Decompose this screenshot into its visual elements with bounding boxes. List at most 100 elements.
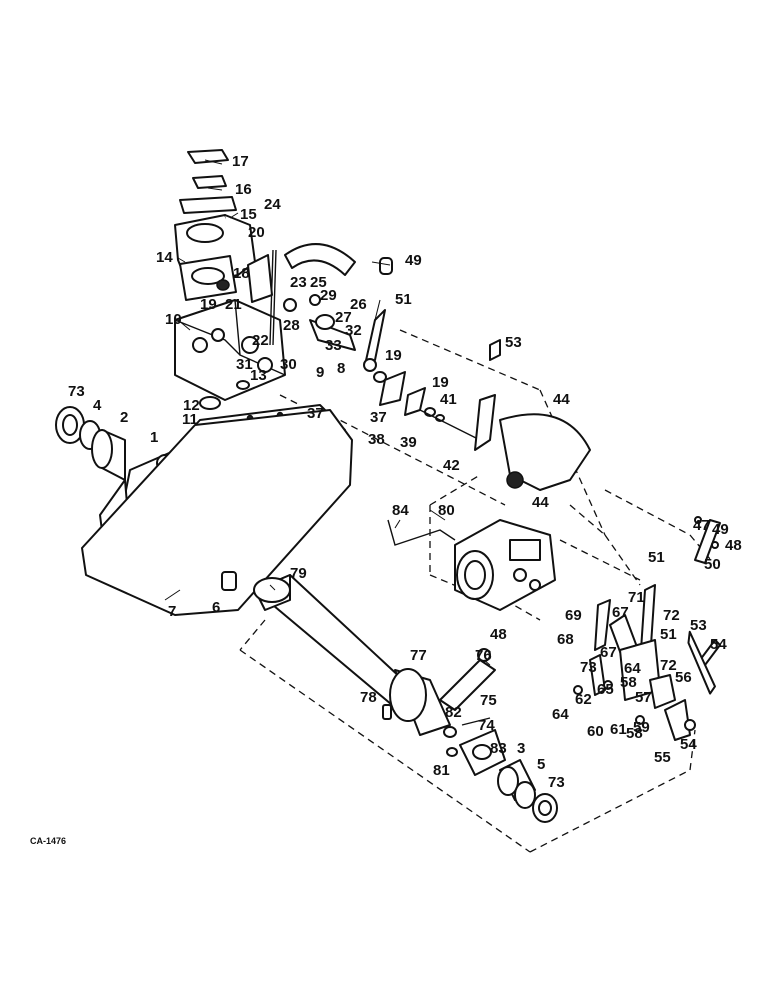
control-valve xyxy=(454,519,556,611)
callout-label: 69 xyxy=(565,607,582,624)
callout-label: 48 xyxy=(490,626,507,643)
lever-rod xyxy=(387,519,456,546)
callout-label: 73 xyxy=(580,659,597,676)
right-bearing-group xyxy=(497,759,558,823)
callout-label: 54 xyxy=(680,736,697,753)
valve-body xyxy=(174,299,286,410)
callout-label: 65 xyxy=(597,681,614,698)
callout-label: 15 xyxy=(240,206,257,223)
callout-label: 57 xyxy=(635,689,652,706)
linkage-small-parts xyxy=(247,249,393,372)
callout-label: 61 xyxy=(610,721,627,738)
callout-label: 26 xyxy=(350,296,367,313)
leader-lines xyxy=(164,159,491,666)
callout-label: 49 xyxy=(712,521,729,538)
callout-label: 73 xyxy=(548,774,565,791)
callout-label: 23 xyxy=(290,274,307,291)
callout-label: 76 xyxy=(475,647,492,664)
callout-label: 79 xyxy=(290,565,307,582)
callout-label: 60 xyxy=(587,723,604,740)
rockshaft-parts xyxy=(373,339,501,451)
callout-label: 13 xyxy=(250,367,267,384)
callout-label: 37 xyxy=(370,409,387,426)
left-bearing-group xyxy=(55,406,126,481)
callout-label: 75 xyxy=(480,692,497,709)
callout-label: 41 xyxy=(440,391,457,408)
callout-label: 82 xyxy=(445,704,462,721)
callout-label: 24 xyxy=(264,196,281,213)
lift-arm xyxy=(439,659,496,711)
callout-label: 18 xyxy=(233,265,250,282)
callout-label: 19 xyxy=(385,347,402,364)
callout-label: 9 xyxy=(316,364,325,381)
callout-label: 84 xyxy=(392,502,409,519)
callout-label: 51 xyxy=(660,626,677,643)
callout-label: 72 xyxy=(660,657,677,674)
control-quadrant xyxy=(284,243,356,276)
callout-label: 58 xyxy=(626,725,643,742)
callout-label: 71 xyxy=(628,589,645,606)
callout-label: 11 xyxy=(182,411,198,428)
callout-label: 10 xyxy=(165,311,182,328)
callout-label: 49 xyxy=(405,252,422,269)
callout-label: 5 xyxy=(537,756,546,773)
callout-label: 81 xyxy=(433,762,450,779)
callout-label: 80 xyxy=(438,502,455,519)
cover-assembly xyxy=(174,149,256,301)
linkage-cluster xyxy=(573,516,721,741)
callout-label: 3 xyxy=(517,740,526,757)
callout-label: 55 xyxy=(654,749,671,766)
callout-label: 30 xyxy=(280,356,297,373)
callout-label: 17 xyxy=(232,153,249,170)
callout-label: 1 xyxy=(150,429,159,446)
callout-label: 14 xyxy=(156,249,173,266)
callout-label: 72 xyxy=(663,607,680,624)
callout-label: 22 xyxy=(252,332,269,349)
callout-label: 20 xyxy=(248,224,265,241)
cross-shaft xyxy=(253,574,451,736)
callout-label: 74 xyxy=(478,717,495,734)
callout-label: 27 xyxy=(335,309,352,326)
sector-plate xyxy=(499,413,591,491)
callout-label: 29 xyxy=(320,287,337,304)
callout-label: 25 xyxy=(310,274,327,291)
callout-label: 19 xyxy=(432,374,449,391)
callout-label: 12 xyxy=(183,397,200,414)
callout-label: 53 xyxy=(690,617,707,634)
small-fasteners xyxy=(221,571,491,770)
drawing-code: CA-1476 xyxy=(30,836,67,846)
callout-label: 33 xyxy=(325,337,342,354)
callout-label: 28 xyxy=(283,317,300,334)
callout-label: 31 xyxy=(236,356,253,373)
callout-label: 53 xyxy=(505,334,522,351)
callout-label: 48 xyxy=(725,537,742,554)
callout-label: 7 xyxy=(168,603,177,620)
callout-label: 59 xyxy=(633,719,650,736)
callout-label: 32 xyxy=(345,322,362,339)
callout-label: 50 xyxy=(704,556,721,573)
callout-label: 64 xyxy=(624,660,641,677)
callout-label: 21 xyxy=(225,296,242,313)
callout-label: 44 xyxy=(532,494,549,511)
callout-label: 67 xyxy=(612,604,629,621)
callout-label: 83 xyxy=(490,740,507,757)
callout-label: 6 xyxy=(212,599,221,616)
callout-label: 62 xyxy=(575,691,592,708)
callout-label: 54 xyxy=(710,636,727,653)
callout-label: 44 xyxy=(553,391,570,408)
callout-label: 64 xyxy=(552,706,569,723)
callout-label: 2 xyxy=(120,409,129,426)
callout-label: 37 xyxy=(307,405,324,422)
callout-label: 68 xyxy=(557,631,574,648)
housing-gasket xyxy=(81,409,353,616)
callout-label: 77 xyxy=(410,647,427,664)
callout-label: 73 xyxy=(68,383,85,400)
callout-label: 39 xyxy=(400,434,417,451)
callout-label: 38 xyxy=(368,431,385,448)
callout-label: 19 xyxy=(200,296,217,313)
callout-label: 58 xyxy=(620,674,637,691)
callout-label: 78 xyxy=(360,689,377,706)
callout-label: 8 xyxy=(337,360,346,377)
